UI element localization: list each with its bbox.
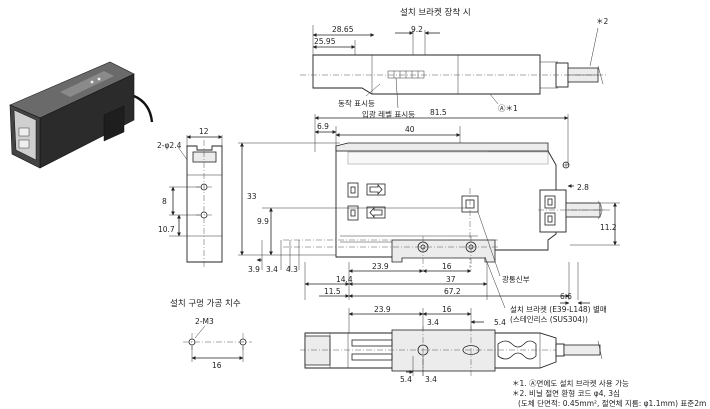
dim-9-9: 9.9 [257, 217, 269, 226]
dim-23-9: 23.9 [372, 262, 389, 271]
b-dim-23-9: 23.9 [374, 305, 391, 314]
bracket-label-2: (스테인리스 (SUS304)) [510, 314, 588, 324]
phi-2-4-label: 2-φ2.4 [157, 141, 182, 150]
dim-33: 33 [247, 192, 257, 201]
bracket-mounted-title: 설치 브라켓 장착 시 [400, 7, 471, 18]
side-dim-8: 8 [162, 197, 167, 206]
dim-2-8: 2.8 [577, 183, 589, 192]
arrow-left-icon [366, 206, 386, 219]
b-dim-3-4b: 3.4 [425, 375, 437, 384]
dim-28-65: 28.65 [332, 25, 354, 34]
dim-37: 37 [446, 275, 456, 284]
a-mark-label: Ⓐ＊1 [498, 104, 518, 113]
b-dim-5-4: 5.4 [494, 318, 506, 327]
b-dim-3-4: 3.4 [427, 318, 439, 327]
mounting-holes-title: 설치 구멍 가공 치수 [170, 298, 241, 309]
dim-4-3: 4.3 [286, 265, 298, 274]
m3-label: 2-M3 [195, 317, 214, 326]
star2-label: ＊2 [596, 17, 608, 26]
dim-14-4: 14.4 [336, 275, 353, 284]
dim-40: 40 [405, 125, 415, 134]
note-1: ＊1. Ⓐ면에도 설치 브라켓 사용 가능 [512, 378, 629, 388]
op-indicator-label: 동작 표시등 [338, 98, 375, 108]
dim-67-2: 67.2 [444, 287, 461, 296]
dim-9-2: 9.2 [411, 25, 423, 34]
optical-axis-label: 광통신부 [502, 274, 530, 284]
dim-81-5: 81.5 [430, 108, 447, 117]
dim-3-9: 3.9 [248, 265, 260, 274]
incident-level-label: 입광 레벨 표시등 [362, 109, 415, 119]
side-dim-12: 12 [199, 127, 209, 136]
b-dim-16: 16 [442, 305, 452, 314]
product-photo-icon [9, 61, 154, 169]
note-3: (도체 단면적: 0.45mm², 절연체 지름: φ1.1mm) 표준2m [518, 398, 706, 408]
dim-6-9: 6.9 [317, 122, 329, 131]
dim-11-5: 11.5 [324, 287, 341, 296]
b-dim-5-4b: 5.4 [400, 375, 412, 384]
arrow-right-icon [366, 183, 386, 196]
bracket-label-1: 설치 브라켓 (E39-L148) 별매 [510, 304, 607, 314]
dim-25-95: 25.95 [314, 37, 336, 46]
note-2: ＊2. 비닐 절연 환형 코드 φ4, 3심 [512, 388, 620, 398]
hole-dim-16: 16 [212, 361, 222, 370]
side-dim-10-7: 10.7 [158, 225, 175, 234]
dim-3-4: 3.4 [266, 265, 278, 274]
dim-6-6: 6.6 [560, 292, 572, 301]
dim-16: 16 [442, 262, 452, 271]
dim-11-2: 11.2 [600, 223, 617, 232]
